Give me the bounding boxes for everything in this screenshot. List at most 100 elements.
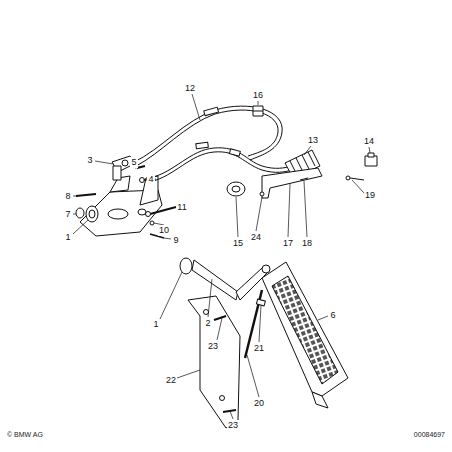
leader-lines-part <box>230 411 233 419</box>
screw-part <box>146 212 151 217</box>
callout-number: 16 <box>252 90 264 101</box>
pedal-shaft-part <box>192 260 238 300</box>
cable-bracket-part <box>346 176 350 180</box>
accelerator-pedal-part <box>262 262 348 396</box>
callout-number: 2 <box>204 318 211 329</box>
callout-number: 6 <box>329 310 336 321</box>
support-bracket-part <box>223 410 236 412</box>
rubber-boot-part <box>308 152 315 166</box>
cable-bracket-part <box>350 178 364 180</box>
callout-number: 12 <box>184 83 196 94</box>
callout-number: 1 <box>64 232 71 243</box>
callout-number: 20 <box>253 398 265 409</box>
callout-number: 21 <box>253 343 265 354</box>
callout-number: 1 <box>152 319 159 330</box>
leader-lines-part <box>247 355 259 397</box>
cable-bracket <box>260 168 364 198</box>
cable-clip <box>253 106 263 116</box>
screw-part <box>150 207 176 214</box>
bowden-cable-part <box>136 110 278 166</box>
stop-bolt-part <box>256 299 265 306</box>
rubber-boot-part <box>302 155 309 169</box>
cable-lever-part <box>113 166 121 180</box>
cable-clip-part <box>368 153 374 157</box>
callout-number: 23 <box>227 420 239 431</box>
leader-lines-part <box>73 214 76 215</box>
accelerator-pedal-part <box>272 276 338 384</box>
screw <box>146 207 177 238</box>
screw-part <box>150 221 154 225</box>
drawing-number: 00084697 <box>413 430 446 439</box>
cable-clip-part <box>253 106 263 116</box>
accelerator-pedal <box>262 262 348 408</box>
leader-lines-part <box>318 316 328 320</box>
callout-number: 19 <box>364 190 376 201</box>
bowden-cable-part <box>196 142 209 149</box>
leader-lines-part <box>369 147 370 153</box>
leader-lines-part <box>73 196 78 197</box>
leader-lines-part <box>259 305 261 342</box>
leader-lines-part <box>143 180 146 181</box>
callout-number: 18 <box>301 238 313 249</box>
callout-number: 3 <box>86 155 93 166</box>
callout-number: 4 <box>147 174 154 185</box>
bowden-cable <box>134 106 292 182</box>
illustration-part <box>76 106 377 428</box>
pedal-shaft-part <box>262 265 270 273</box>
support-bracket <box>188 296 240 428</box>
support-bracket-part <box>204 310 209 315</box>
leader-lines-part <box>217 318 222 340</box>
grommet-part <box>227 182 245 196</box>
cable-bracket-part <box>262 168 322 198</box>
leader-lines-part <box>208 279 212 317</box>
cable-bracket-part <box>260 192 264 196</box>
leader-lines-part <box>164 238 171 239</box>
leader-lines-part <box>258 101 259 105</box>
callout-number: 22 <box>165 375 177 386</box>
bushing-part <box>76 208 84 218</box>
bushing-part <box>89 210 95 218</box>
bowden-cable-part <box>134 106 282 162</box>
pedal-shaft <box>180 258 270 300</box>
callout-number: 10 <box>158 225 170 236</box>
leader-lines-part <box>160 272 182 319</box>
callout-number: 23 <box>207 341 219 352</box>
leader-lines <box>73 94 370 419</box>
stop-bolt <box>245 290 265 358</box>
leader-lines-part <box>352 180 364 193</box>
leader-lines-part <box>304 146 311 155</box>
leader-lines-part <box>73 220 88 234</box>
cable-clip-part <box>253 111 263 112</box>
leader-lines-part <box>288 184 290 237</box>
support-bracket-part <box>214 316 226 320</box>
accelerator-pedal-part <box>312 392 328 408</box>
bushing-part <box>76 194 96 196</box>
leader-lines-part <box>192 94 200 120</box>
callout-number: 17 <box>282 238 294 249</box>
callout-number: 14 <box>363 136 375 147</box>
bowden-cable-part <box>204 107 219 115</box>
support-bracket-part <box>220 396 225 401</box>
bushing-part <box>86 206 98 222</box>
callout-number: 8 <box>64 191 71 202</box>
base-bracket <box>80 176 162 236</box>
leader-lines-part <box>95 161 113 164</box>
callout-number: 11 <box>176 202 187 213</box>
callout-number: 15 <box>232 238 244 249</box>
callout-number: 13 <box>307 135 319 146</box>
cable-lever-part <box>122 160 128 166</box>
leader-lines-part <box>236 197 238 237</box>
callout-number: 5 <box>130 157 137 168</box>
base-bracket-part <box>138 209 146 215</box>
bowden-cable-part <box>229 149 240 156</box>
leader-lines-part <box>256 197 262 231</box>
base-bracket-part <box>108 209 128 219</box>
copyright-note: © BMW AG <box>6 430 44 439</box>
cable-clip <box>365 153 377 166</box>
callout-number: 7 <box>64 209 71 220</box>
support-bracket-part <box>188 296 240 428</box>
cable-bracket-part <box>300 178 308 180</box>
pedal-shaft-part <box>180 258 192 274</box>
